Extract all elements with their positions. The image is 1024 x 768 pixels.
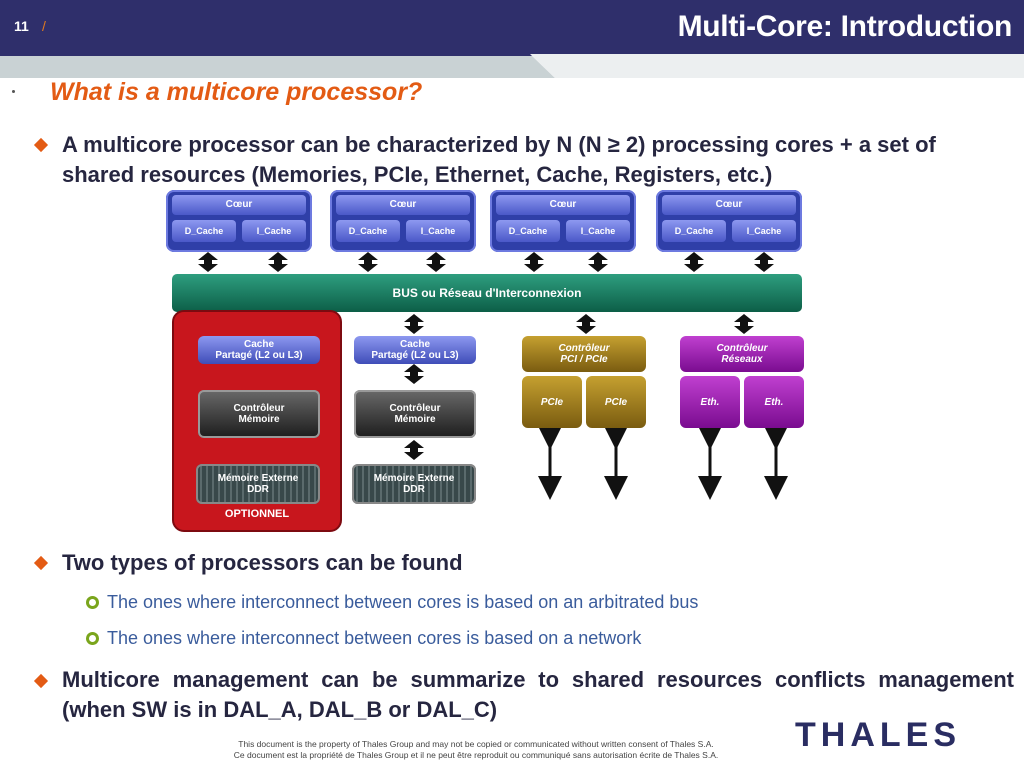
external-memory-line1: Mémoire Externe	[373, 473, 455, 484]
slide-title: Multi-Core: Introduction	[677, 10, 1013, 43]
page-number: 11	[14, 18, 29, 34]
thales-logo: THALES	[795, 716, 961, 754]
i-cache-label: I_Cache	[566, 220, 630, 242]
pcie-block-2: PCIe	[586, 376, 646, 428]
core-label: Cœur	[496, 195, 630, 215]
memory-controller-block: Contrôleur Mémoire	[354, 390, 476, 438]
i-cache-label: I_Cache	[406, 220, 470, 242]
memory-controller-line1: Contrôleur	[389, 403, 441, 414]
core-label: Cœur	[662, 195, 796, 215]
ethernet-block-1: Eth.	[680, 376, 740, 428]
external-memory-block: Mémoire Externe DDR	[352, 464, 476, 504]
d-cache-label: D_Cache	[662, 220, 726, 242]
network-controller-line1: Contrôleur	[716, 343, 768, 354]
core-block-4: Cœur D_Cache I_Cache	[656, 190, 802, 252]
shared-cache-line1: Cache	[399, 339, 430, 350]
bullet-diamond-icon	[33, 137, 49, 153]
i-cache-label: I_Cache	[242, 220, 306, 242]
core-label: Cœur	[172, 195, 306, 215]
decorative-dot	[12, 90, 15, 93]
core-label: Cœur	[336, 195, 470, 215]
core-block-3: Cœur D_Cache I_Cache	[490, 190, 636, 252]
network-controller-line2: Réseaux	[721, 354, 763, 365]
sub-bullet-icon	[86, 632, 99, 645]
header-ribbon	[0, 54, 1024, 78]
shared-cache-line2: Partagé (L2 ou L3)	[371, 350, 459, 361]
multicore-diagram: Cœur D_Cache I_Cache Cœur D_Cache I_Cach…	[164, 190, 810, 534]
shared-cache-line1: Cache	[243, 339, 274, 350]
memory-controller-line2: Mémoire	[238, 414, 280, 425]
sub-bullet-icon	[86, 596, 99, 609]
page-separator: /	[42, 18, 46, 34]
external-memory-line1: Mémoire Externe	[217, 473, 299, 484]
bullet-text: Two types of processors can be found	[62, 550, 463, 575]
pci-controller-block: Contrôleur PCI / PCIe	[522, 336, 646, 372]
sub-bullet-text: The ones where interconnect between core…	[107, 592, 699, 612]
network-controller-block: Contrôleur Réseaux	[680, 336, 804, 372]
d-cache-label: D_Cache	[336, 220, 400, 242]
footer-disclaimer-fr: Ce document est la propriété de Thales G…	[233, 750, 719, 760]
memory-controller-line1: Contrôleur	[233, 403, 285, 414]
external-memory-line2: DDR	[403, 484, 425, 495]
section-title: What is a multicore processor?	[50, 78, 423, 106]
shared-cache-block: Cache Partagé (L2 ou L3)	[198, 336, 320, 364]
sub-bullet-text: The ones where interconnect between core…	[107, 628, 642, 648]
footer-disclaimer-en: This document is the property of Thales …	[238, 739, 714, 749]
external-memory-line2: DDR	[247, 484, 269, 495]
memory-controller-line2: Mémoire	[394, 414, 436, 425]
interconnect-bus: BUS ou Réseau d'Interconnexion	[172, 274, 802, 312]
shared-cache-line2: Partagé (L2 ou L3)	[215, 350, 303, 361]
pci-controller-line1: Contrôleur	[558, 343, 610, 354]
bullet-diamond-icon	[33, 555, 49, 571]
pcie-block-1: PCIe	[522, 376, 582, 428]
bullet-diamond-icon	[33, 673, 49, 689]
bullet-text: Multicore management can be summarize to…	[62, 667, 1014, 722]
bullet-text: A multicore processor can be characteriz…	[62, 132, 936, 187]
d-cache-label: D_Cache	[172, 220, 236, 242]
pci-controller-line2: PCI / PCIe	[560, 354, 608, 365]
external-memory-block: Mémoire Externe DDR	[196, 464, 320, 504]
i-cache-label: I_Cache	[732, 220, 796, 242]
ethernet-block-2: Eth.	[744, 376, 804, 428]
memory-controller-block: Contrôleur Mémoire	[198, 390, 320, 438]
core-block-2: Cœur D_Cache I_Cache	[330, 190, 476, 252]
core-block-1: Cœur D_Cache I_Cache	[166, 190, 312, 252]
optional-label: OPTIONNEL	[224, 508, 290, 520]
d-cache-label: D_Cache	[496, 220, 560, 242]
shared-cache-block: Cache Partagé (L2 ou L3)	[354, 336, 476, 364]
header-bar	[0, 0, 1024, 54]
